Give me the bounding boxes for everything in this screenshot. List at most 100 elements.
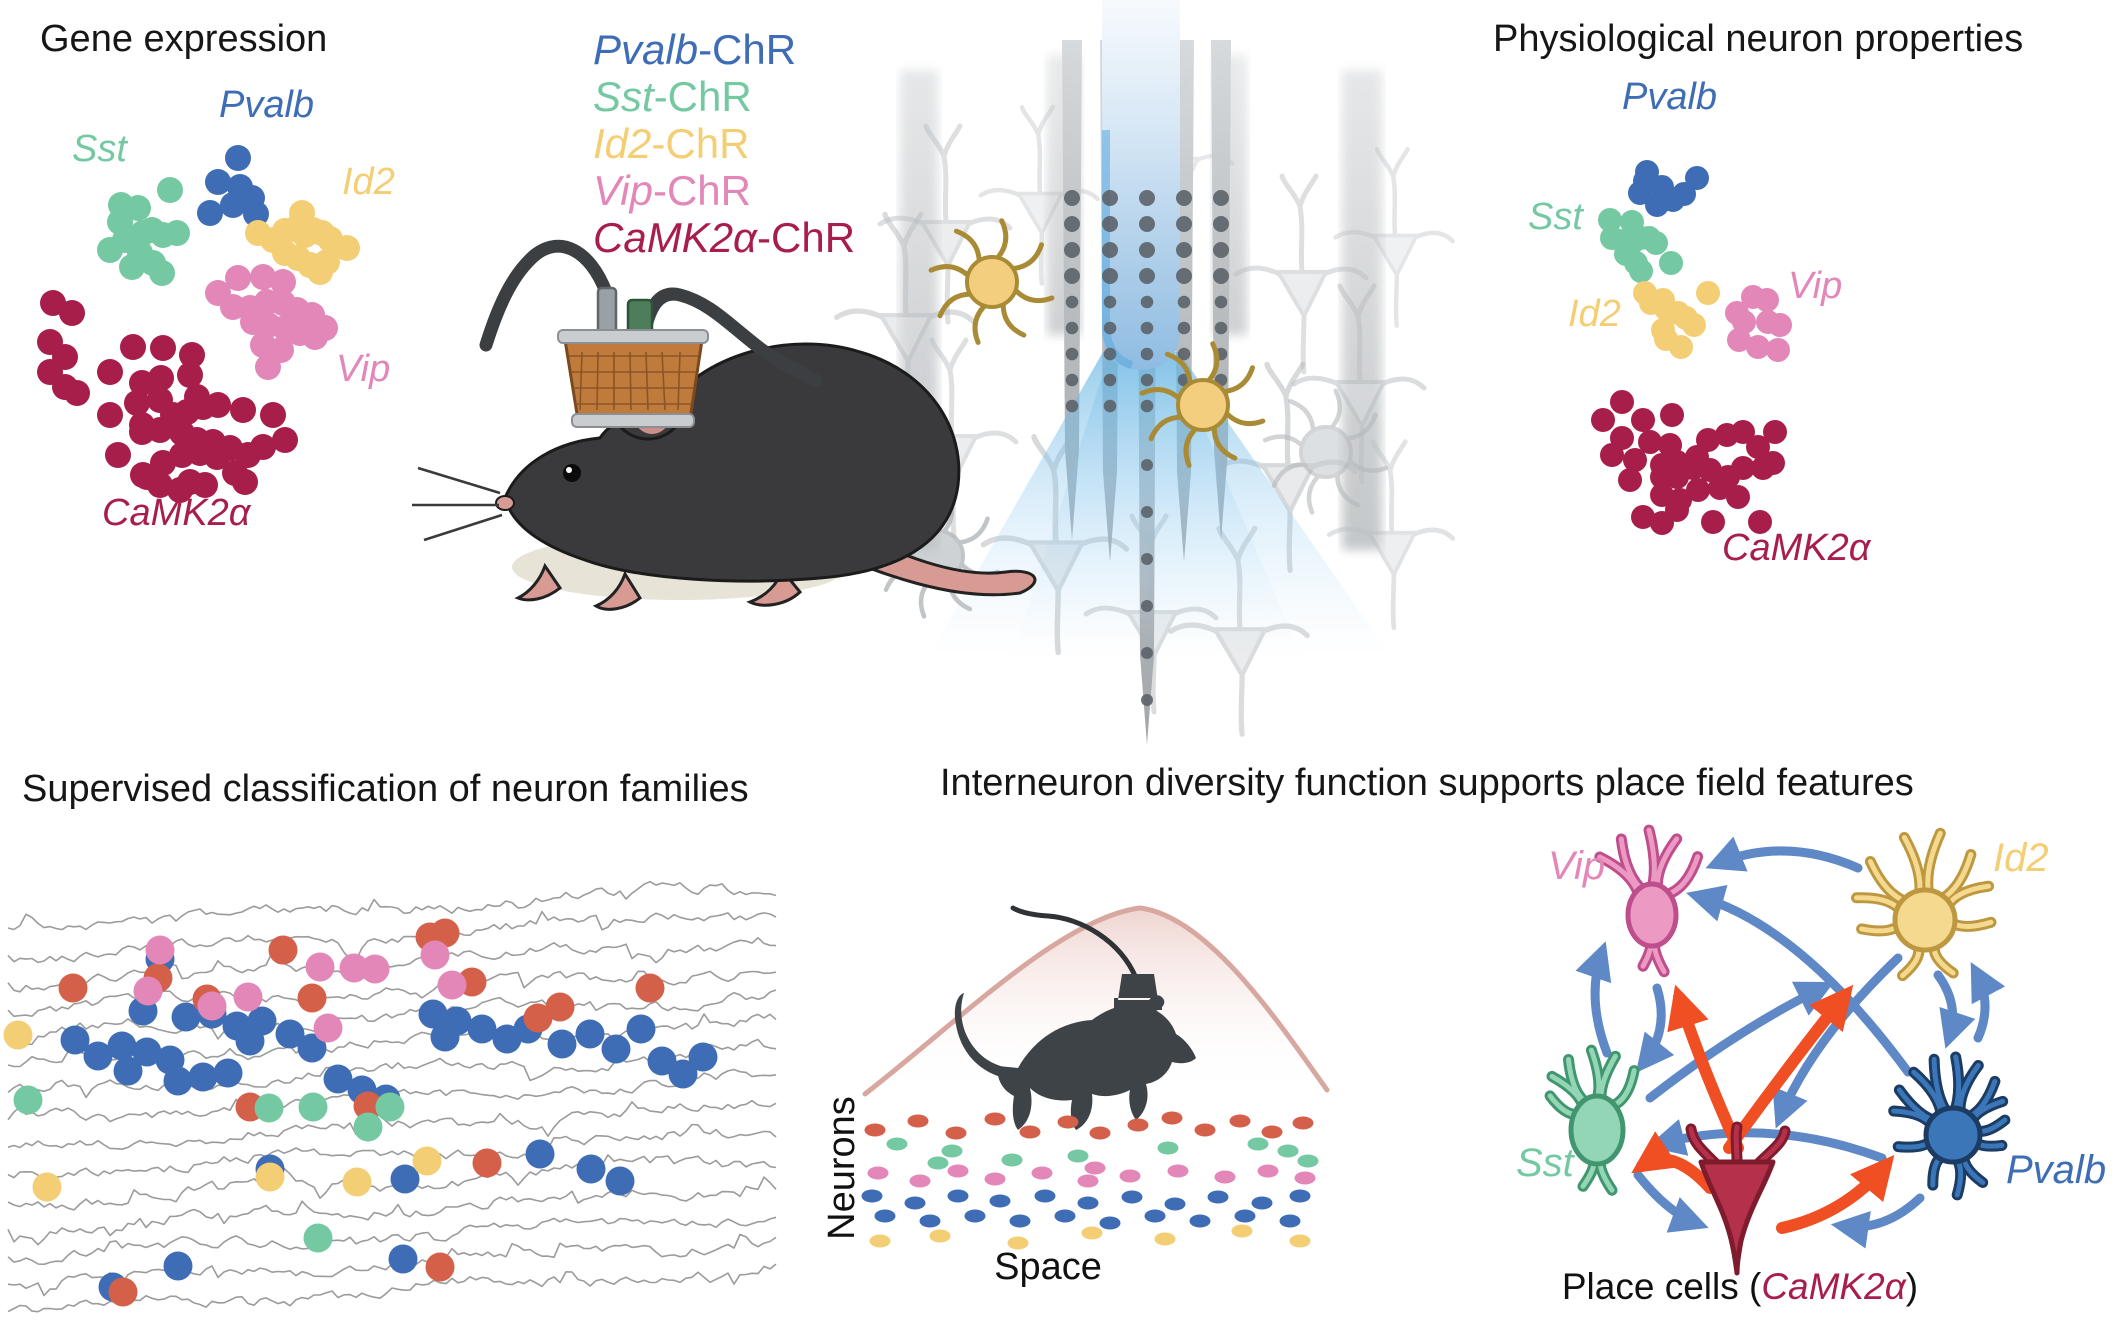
circuit-neuron-pvalb <box>1894 1057 2005 1195</box>
circuit-label-vip: Vip <box>1548 844 1605 889</box>
raster-dot-pvalb <box>1100 1217 1121 1230</box>
electrode-site <box>1141 647 1153 659</box>
raster-dot-vip <box>1168 1165 1189 1178</box>
place-cells-label: Place cells (CaMK2α) <box>1545 1266 1935 1308</box>
electrode-site <box>1139 216 1155 232</box>
cluster-label-pvalb: Pvalb <box>1622 76 1717 119</box>
raster-dot-red <box>1128 1119 1149 1132</box>
electrode-site <box>1066 296 1079 309</box>
cluster-dot <box>124 390 150 416</box>
neurons-axis-label: Neurons <box>821 1043 865 1293</box>
cluster-dot <box>255 354 281 380</box>
raster-dot-pvalb <box>1122 1191 1143 1204</box>
unit-dot-pvalb <box>164 1252 193 1281</box>
unit-dot-pvalb <box>114 1057 143 1086</box>
electrode-site <box>1141 348 1154 361</box>
legend-item-camk2α: CaMK2α-ChR <box>593 214 855 261</box>
mouse-nose <box>496 496 514 510</box>
electrode-site <box>1102 216 1118 232</box>
gene-expression-scatter <box>37 145 360 503</box>
headstage-basket <box>565 340 702 420</box>
arrow-place-up-right <box>1729 995 1845 1148</box>
raster-dot-id2 <box>1082 1227 1103 1240</box>
space-axis-label: Space <box>948 1246 1148 1289</box>
legend-item-id2: Id2-ChR <box>593 120 855 167</box>
raster-dot-vip <box>985 1173 1006 1186</box>
raster-dot-pvalb <box>1145 1210 1166 1223</box>
electrode-site <box>1215 296 1228 309</box>
unit-dot-red <box>269 936 298 965</box>
raster-dot-pvalb <box>1078 1197 1099 1210</box>
electrode-site <box>1141 553 1153 565</box>
cluster-dot <box>205 392 231 418</box>
unit-dot-pvalb <box>606 1167 635 1196</box>
raster-dot-pvalb <box>1208 1191 1229 1204</box>
electrode-site <box>1141 459 1153 471</box>
raster-dot-sst <box>1298 1155 1319 1168</box>
cluster-pvalb <box>197 145 269 227</box>
unit-dot-pvalb <box>389 1245 418 1274</box>
unit-dot-pvalb <box>236 1027 265 1056</box>
cluster-dot <box>130 462 156 488</box>
electrode-site <box>1104 400 1117 413</box>
raster-dot-pvalb <box>1055 1210 1076 1223</box>
cluster-label-id2: Id2 <box>1568 293 1621 336</box>
electrode-site <box>1141 506 1153 518</box>
raster-dot-sst <box>1002 1154 1023 1167</box>
raster-dot-pvalb <box>1165 1198 1186 1211</box>
cluster-dot <box>272 427 298 453</box>
legend-item-pvalb: Pvalb-ChR <box>593 26 855 73</box>
cluster-dot <box>119 254 145 280</box>
basket-rim-bottom <box>572 414 694 427</box>
legend-item-vip: Vip-ChR <box>593 167 855 214</box>
legend-gene: Pvalb <box>593 26 698 73</box>
raster-dot-red <box>1020 1126 1041 1139</box>
cluster-dot <box>1600 443 1624 467</box>
fiber-ferrule <box>598 288 616 336</box>
unit-dot-id2 <box>256 1163 285 1192</box>
unit-dot-vip <box>198 992 227 1021</box>
unit-dot-pvalb <box>214 1059 243 1088</box>
cluster-id2 <box>1633 281 1720 359</box>
raster-dot-red <box>865 1124 886 1137</box>
unit-dot-pvalb <box>576 1020 605 1049</box>
cluster-dot <box>1669 335 1693 359</box>
electrode-site <box>1066 374 1079 387</box>
place-field-raster <box>862 1112 1319 1250</box>
electrode-site <box>1102 190 1118 206</box>
place-cells-gene: CaMK2α <box>1761 1266 1905 1307</box>
cluster-dot <box>164 220 190 246</box>
unit-dot-pvalb <box>627 1015 656 1044</box>
raster-dot-vip <box>1120 1170 1141 1183</box>
unit-dot-vip <box>134 977 163 1006</box>
electrode-site <box>1064 190 1080 206</box>
raster-dot-sst <box>1068 1150 1089 1163</box>
unit-dot-pvalb <box>108 1032 137 1061</box>
electrode-site <box>1064 268 1080 284</box>
cluster-label-camk2a: CaMK2α <box>102 492 250 535</box>
raster-dot-pvalb <box>920 1215 941 1228</box>
unit-dot-red <box>473 1149 502 1178</box>
electrode-site <box>1064 216 1080 232</box>
gene-expression-title: Gene expression <box>40 18 327 61</box>
arrow-pvalb-to-id2 <box>1976 972 1985 1038</box>
raster-dot-red <box>1090 1127 1111 1140</box>
raster-dot-vip <box>1258 1165 1279 1178</box>
raster-dot-red <box>1293 1117 1314 1130</box>
unit-dot-vip <box>306 953 335 982</box>
unit-dot-red <box>298 984 327 1013</box>
electrode-site <box>1066 400 1079 413</box>
unit-dot-red <box>59 974 88 1003</box>
cluster-label-vip: Vip <box>1788 265 1842 308</box>
cluster-dot <box>108 192 134 218</box>
chr-legend: Pvalb-ChRSst-ChRId2-ChRVip-ChRCaMK2α-ChR <box>593 26 855 261</box>
silicon-probe-illustration <box>837 0 1453 745</box>
cluster-sst <box>1598 208 1683 283</box>
cluster-dot <box>105 442 131 468</box>
raster-dot-pvalb <box>1035 1190 1056 1203</box>
cluster-label-pvalb: Pvalb <box>219 84 314 127</box>
cluster-dot <box>1660 403 1684 427</box>
raster-dot-id2 <box>1290 1235 1311 1248</box>
